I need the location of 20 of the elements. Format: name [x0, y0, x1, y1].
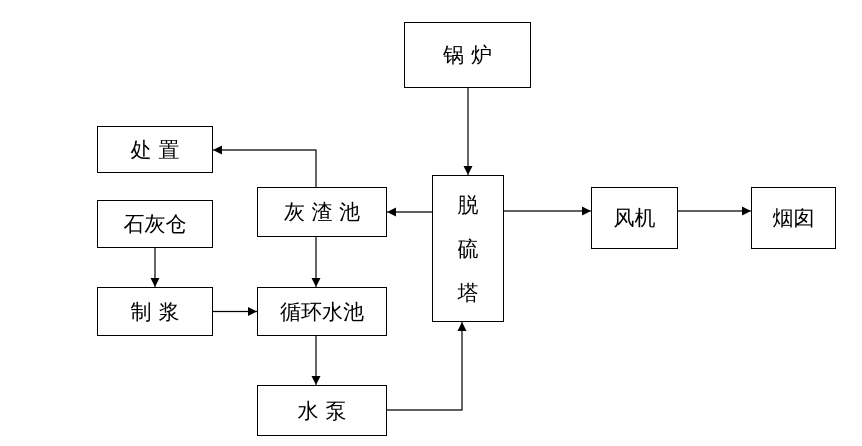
arrow [312, 336, 320, 385]
process-box: 制 浆 [97, 287, 213, 336]
arrow [678, 206, 751, 216]
arrow [213, 146, 317, 187]
process-box: 脱硫塔 [432, 175, 504, 322]
arrow [504, 206, 591, 216]
process-box: 灰 渣 池 [257, 187, 387, 237]
arrow [312, 237, 320, 287]
process-box: 烟囱 [751, 187, 836, 249]
arrow [387, 208, 432, 216]
process-box: 石灰仓 [97, 200, 213, 248]
process-box: 风机 [591, 187, 678, 249]
process-box: 水 泵 [257, 385, 387, 436]
process-box: 处 置 [97, 126, 213, 173]
arrow [150, 248, 160, 287]
arrow [464, 88, 472, 175]
arrow [213, 307, 257, 316]
process-box: 锅 炉 [404, 22, 531, 88]
process-box: 循环水池 [257, 287, 387, 336]
arrow [387, 322, 466, 411]
